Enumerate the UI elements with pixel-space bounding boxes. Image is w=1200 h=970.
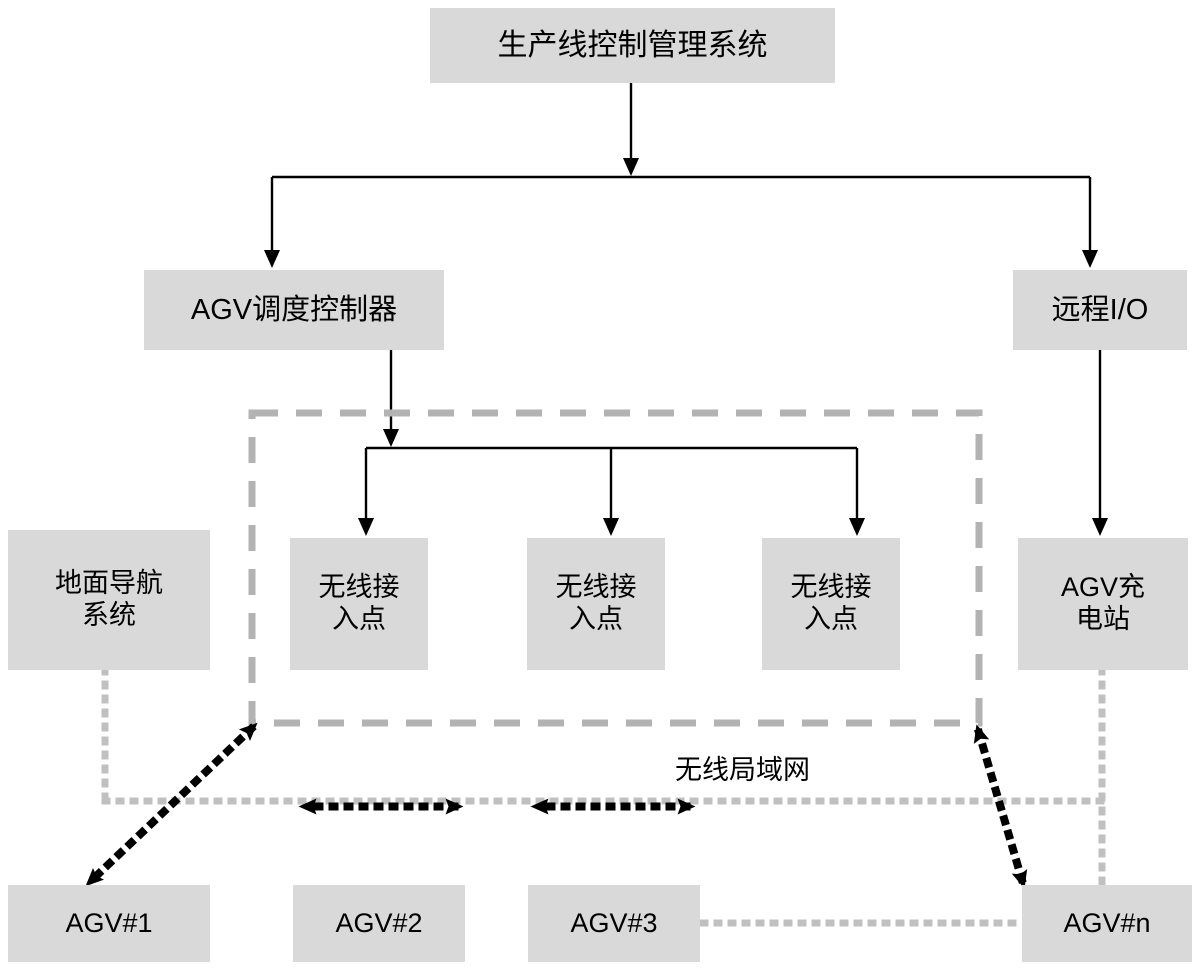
wireless-link-agv1 bbox=[85, 722, 258, 887]
wlan-zone-boundary bbox=[248, 409, 983, 727]
node-remote-io[interactable]: 远程I/O bbox=[1013, 270, 1187, 350]
connector-title-to-bus bbox=[264, 83, 1098, 268]
node-agv-2[interactable]: AGV#2 bbox=[293, 885, 465, 962]
node-wireless-access-point-1[interactable]: 无线接 入点 bbox=[290, 538, 428, 670]
connector-remote-io-to-charging-station bbox=[1092, 350, 1108, 536]
node-production-line-control-system[interactable]: 生产线控制管理系统 bbox=[430, 8, 835, 83]
node-wireless-access-point-3[interactable]: 无线接 入点 bbox=[762, 538, 900, 670]
node-agv-n[interactable]: AGV#n bbox=[1022, 885, 1192, 962]
node-agv-1[interactable]: AGV#1 bbox=[8, 885, 210, 962]
wireless-link-agvn bbox=[973, 724, 1028, 889]
node-ground-navigation-system[interactable]: 地面导航 系统 bbox=[8, 530, 210, 670]
node-wireless-access-point-2[interactable]: 无线接 入点 bbox=[527, 538, 665, 670]
connector-controller-to-ap-bus bbox=[358, 350, 865, 536]
node-agv-charging-station[interactable]: AGV充 电站 bbox=[1018, 538, 1188, 670]
wlan-zone-label: 无线局域网 bbox=[675, 755, 810, 785]
node-agv-dispatch-controller[interactable]: AGV调度控制器 bbox=[144, 270, 444, 350]
node-agv-3[interactable]: AGV#3 bbox=[528, 885, 700, 962]
